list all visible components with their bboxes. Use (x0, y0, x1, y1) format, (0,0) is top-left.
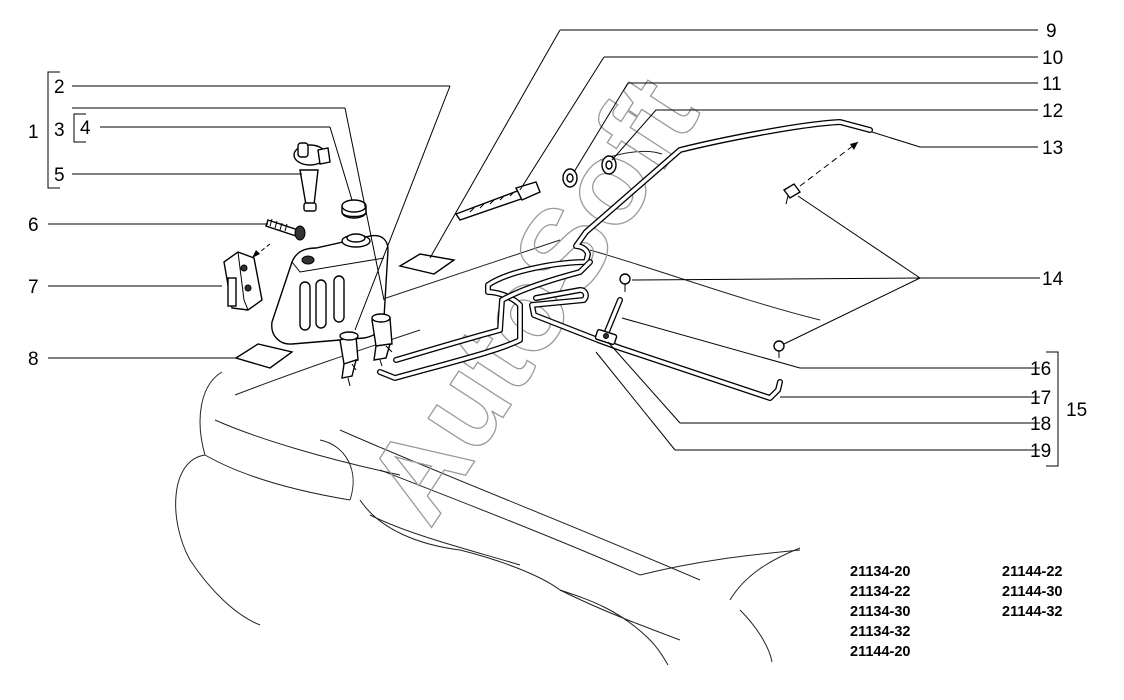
car-body-outline (175, 151, 821, 666)
callout-6: 6 (28, 215, 39, 236)
washer-pump-right (371, 313, 393, 367)
leader-lines (47, 29, 1059, 467)
callout-18: 18 (1030, 414, 1051, 435)
insulation-pad (398, 253, 456, 275)
callout-16: 16 (1030, 359, 1051, 380)
callout-11: 11 (1042, 74, 1062, 95)
model-code: 21134-32 (850, 624, 911, 640)
callout-numbers: 1 2 3 4 5 6 7 8 9 10 11 12 13 14 15 16 1… (28, 21, 1087, 462)
model-codes: 21134-20 21134-22 21134-30 21134-32 2114… (850, 562, 1110, 662)
reservoir-cap (341, 199, 367, 219)
callout-4: 4 (80, 118, 91, 139)
callout-2: 2 (54, 77, 65, 98)
callout-7: 7 (28, 277, 39, 298)
grommet-12 (601, 155, 617, 175)
model-code: 21144-32 (1002, 604, 1063, 620)
callout-1: 1 (28, 122, 39, 143)
callout-14: 14 (1042, 269, 1064, 290)
callout-9: 9 (1046, 21, 1057, 42)
mounting-screw (251, 218, 306, 259)
callout-15: 15 (1066, 400, 1087, 421)
tee-connector (594, 328, 618, 346)
model-code: 21134-22 (850, 584, 911, 600)
model-code: 21144-20 (850, 644, 911, 660)
washer-reservoir (271, 233, 389, 345)
model-code: 21134-20 (850, 564, 911, 580)
model-code: 21144-22 (1002, 564, 1063, 580)
washer-pump-left (339, 331, 359, 387)
model-code: 21134-30 (850, 604, 911, 620)
callout-5: 5 (54, 165, 65, 186)
filler-neck (293, 142, 331, 212)
callout-19: 19 (1030, 441, 1051, 462)
grommet-11 (562, 168, 578, 188)
washer-nozzle-upper (782, 141, 859, 205)
callout-10: 10 (1042, 48, 1063, 69)
callout-13: 13 (1042, 138, 1063, 159)
rubber-pad (234, 343, 294, 369)
callout-17: 17 (1030, 388, 1051, 409)
model-code: 21144-30 (1002, 584, 1063, 600)
washer-hoses (377, 119, 873, 401)
callout-3: 3 (54, 120, 65, 141)
watermark-text: AutoSoft (341, 55, 723, 545)
callout-12: 12 (1042, 101, 1063, 122)
callout-8: 8 (28, 349, 39, 370)
washer-nozzle-lower (773, 340, 785, 358)
washer-nozzle-mid (619, 273, 631, 292)
reservoir-bracket (223, 251, 263, 311)
